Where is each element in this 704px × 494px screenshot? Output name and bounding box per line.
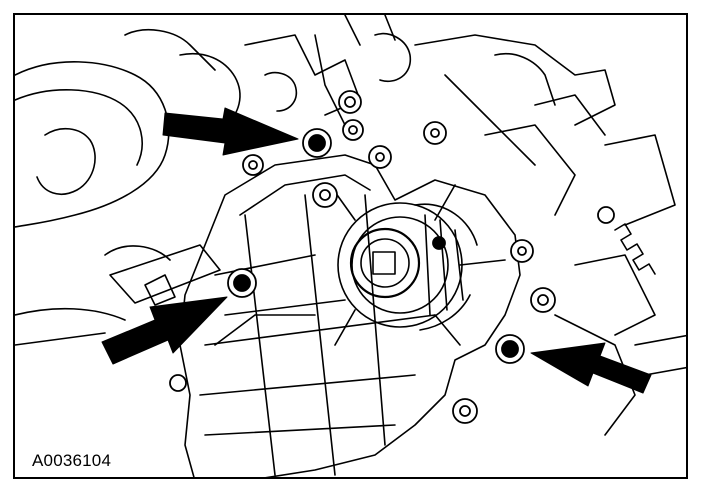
bolt	[368, 145, 392, 169]
bolt	[597, 206, 615, 224]
callout-arrow-top-left	[162, 107, 299, 156]
bolt	[432, 236, 446, 250]
bolt	[342, 119, 364, 141]
bolt	[452, 398, 478, 424]
bolt-left-arrowed	[227, 268, 257, 298]
figure-frame: A0036104	[13, 13, 688, 479]
spring	[614, 223, 656, 275]
transmission-illustration	[15, 15, 686, 477]
figure-label: A0036104	[30, 451, 114, 471]
callout-arrow-right	[530, 342, 652, 394]
shaft-spline	[372, 251, 396, 275]
bolt	[423, 121, 447, 145]
case-ribs	[199, 194, 436, 476]
bolt-right-arrowed	[495, 334, 525, 364]
bolt	[530, 287, 556, 313]
bolt	[510, 239, 534, 263]
case-outline	[179, 154, 521, 477]
bolt	[242, 154, 264, 176]
bolt	[338, 90, 362, 114]
bolt	[169, 374, 187, 392]
bolt	[312, 182, 338, 208]
bolt-top-arrowed	[302, 128, 332, 158]
engine-outline-left	[15, 61, 170, 228]
callout-arrow-left	[101, 296, 228, 365]
bolts	[169, 90, 615, 424]
